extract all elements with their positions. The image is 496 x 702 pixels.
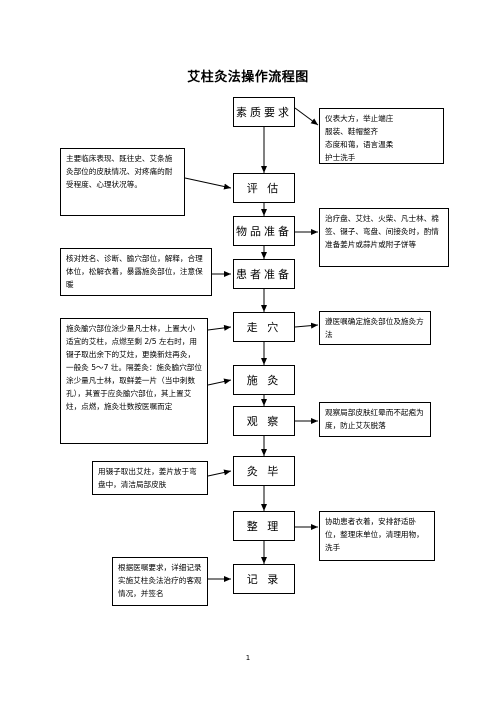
step-finish: 灸 毕 xyxy=(233,456,295,486)
note-locate-acupoint: 遵医嘱确定施灸部位及施灸方法 xyxy=(319,311,431,345)
note-assessment: 主要临床表现、既往史、艾条施灸部位的皮肤情况、对疼痛的耐受程度、心理状况等。 xyxy=(60,148,185,216)
note-tidy: 协助患者衣着，安排舒适卧位，整理床单位，清理用物，洗手 xyxy=(319,511,435,561)
note-materials: 治疗盘、艾炷、火柴、凡士林、棉签、镊子、弯盘、间接灸时，酌情准备姜片或蒜片或附子… xyxy=(319,208,449,267)
page-number: 1 xyxy=(245,654,251,662)
note-quality-requirements: 仪表大方，举止端庄 服装、鞋帽整齐 态度和蔼，语言温柔 护士洗手 xyxy=(319,108,444,164)
step-tidy: 整 理 xyxy=(233,511,295,541)
step-materials: 物品准备 xyxy=(233,216,295,246)
step-locate-acupoint: 走 穴 xyxy=(233,312,295,342)
step-apply-moxibustion: 施 灸 xyxy=(233,365,295,395)
step-quality-requirements: 素质要求 xyxy=(233,97,295,127)
note-patient-prep: 核对姓名、诊断、腧穴部位，解释，合理体位，松解衣着，暴露施灸部位，注意保暖 xyxy=(60,248,212,296)
note-apply-moxibustion: 施灸腧穴部位涂少量凡士林，上置大小适宜的艾柱，点燃至剩 2/5 左右时，用镊子取… xyxy=(60,318,208,444)
step-record: 记 录 xyxy=(233,564,295,594)
note-finish: 用镊子取出艾炷，姜片放于弯盘中，清洁局部皮肤 xyxy=(92,461,208,495)
note-record: 根据医嘱要求，详细记录实施艾柱灸法治疗的客观情况，并签名 xyxy=(112,557,208,606)
page-title: 艾柱灸法操作流程图 xyxy=(187,70,309,85)
step-patient-prep: 患者准备 xyxy=(233,259,295,289)
step-observe: 观 察 xyxy=(233,406,295,436)
note-observe: 观察局部皮肤红晕而不起疱为度，防止艾灰脱落 xyxy=(319,402,431,437)
step-assessment: 评 估 xyxy=(233,173,295,203)
